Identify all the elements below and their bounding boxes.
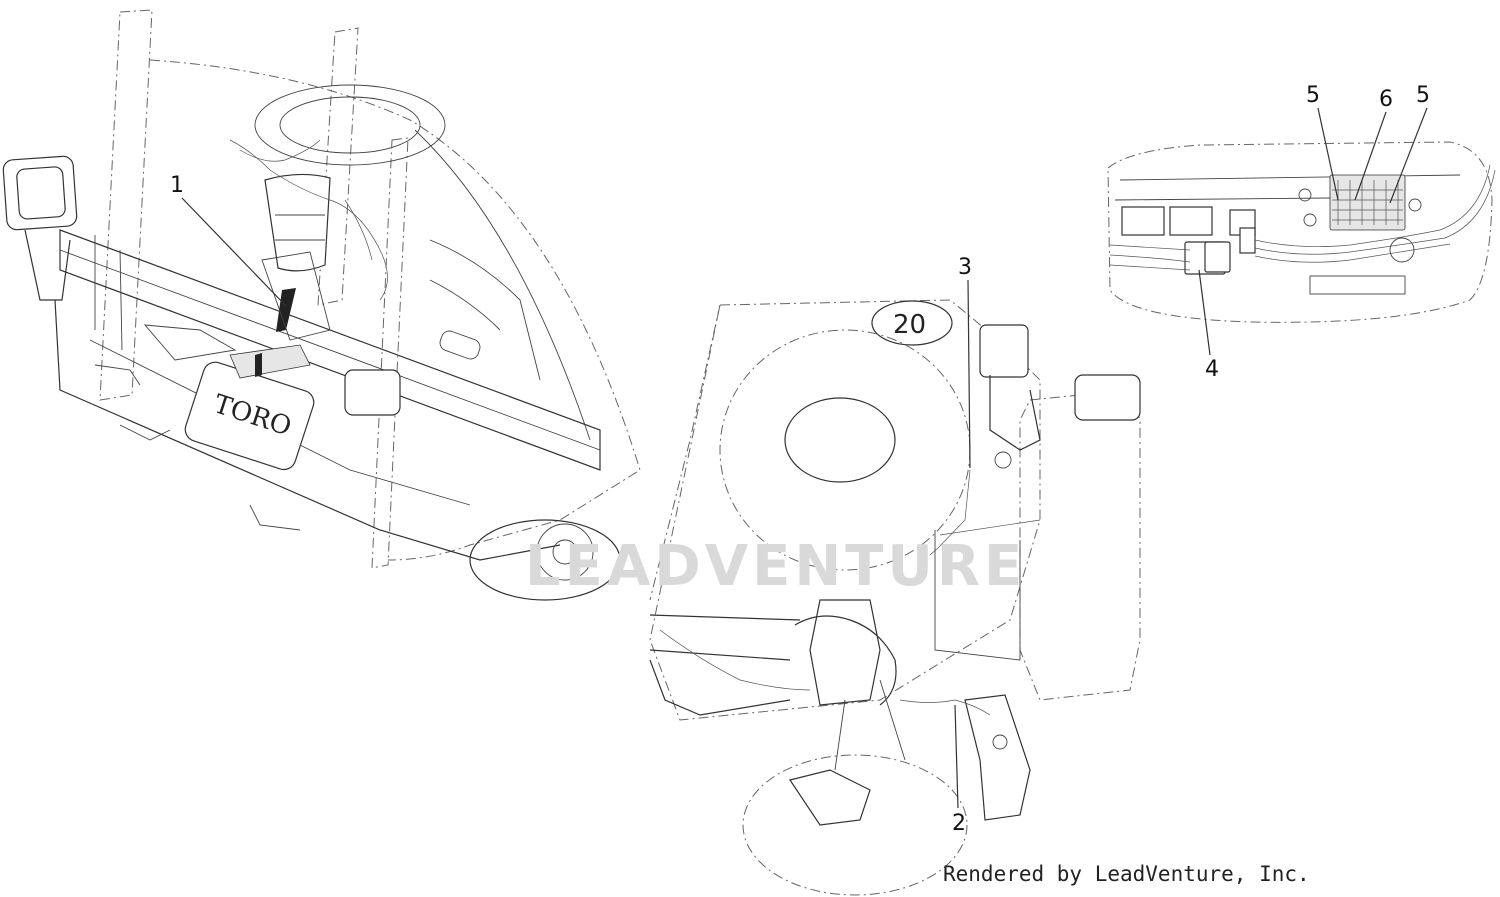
callout-label-3: 3: [958, 255, 972, 280]
front-view-illustration: TORO: [2, 9, 641, 601]
callout-6: 6: [1354, 87, 1393, 201]
render-credit: Rendered by LeadVenture, Inc.: [943, 862, 1310, 886]
callout-label-4: 4: [1205, 357, 1219, 382]
callout-label-6: 6: [1379, 87, 1393, 112]
callout-label-2: 2: [952, 811, 966, 836]
fuse-panel-inset: [1107, 141, 1496, 323]
callout-2: 2: [952, 704, 966, 836]
model-badge: 20: [893, 310, 926, 340]
callout-label-1: 1: [170, 173, 184, 198]
callout-5b: 5: [1389, 83, 1430, 204]
callout-1: 1: [170, 173, 287, 307]
callout-label-5b: 5: [1416, 83, 1430, 108]
watermark: LEADVENTURE: [525, 534, 1026, 599]
callout-4: 4: [1198, 269, 1219, 382]
callout-5a: 5: [1306, 83, 1339, 201]
callout-3: 3: [958, 255, 972, 469]
callout-label-5a: 5: [1306, 83, 1320, 108]
